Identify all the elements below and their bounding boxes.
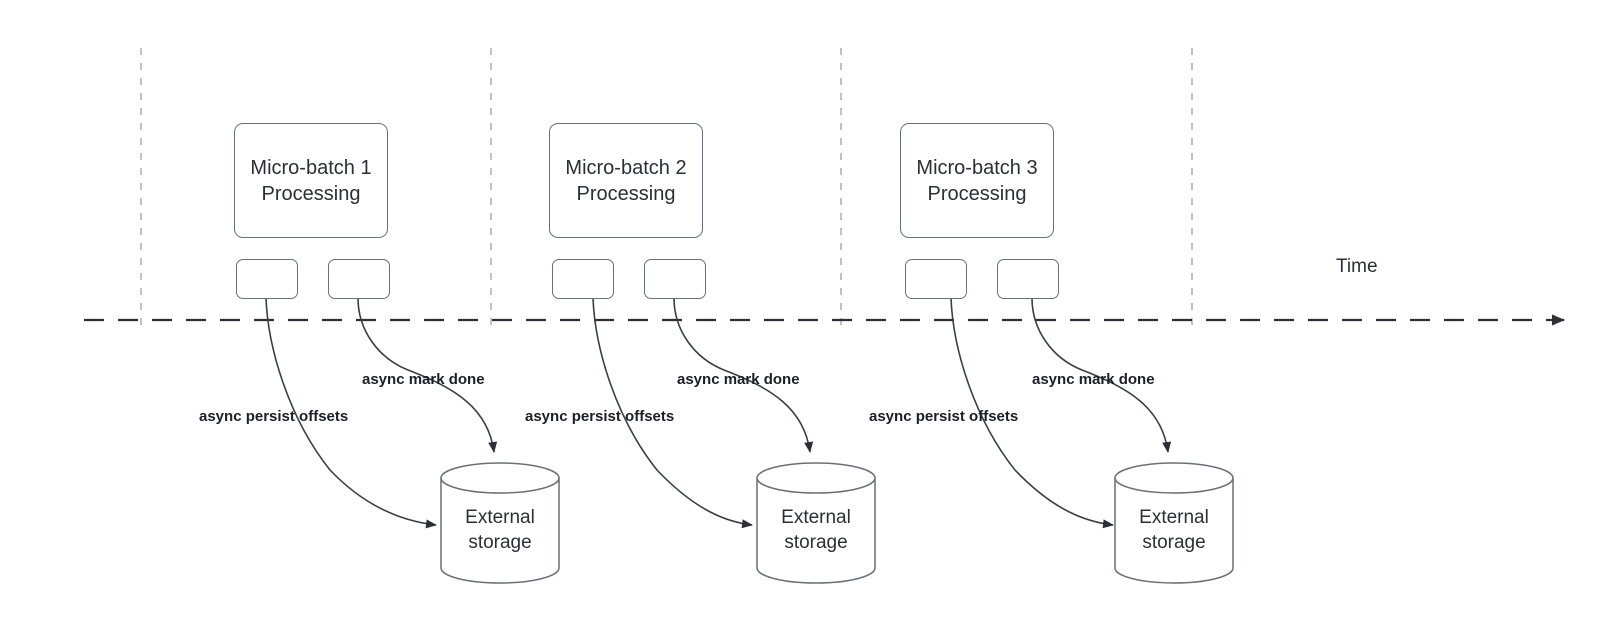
- markdone-connector-1: [357, 297, 498, 453]
- micro-batch-box-1[interactable]: Micro-batch 1 Processing: [234, 123, 388, 238]
- external-storage-label-1: External storage: [465, 507, 535, 553]
- persist-connector-3: [950, 297, 1114, 529]
- external-storage-2[interactable]: External storage: [757, 460, 875, 590]
- async-persist-offsets-label-2: async persist offsets: [525, 408, 675, 425]
- batch-tick-box-3-start[interactable]: [905, 259, 967, 299]
- async-persist-offsets-label-1: async persist offsets: [199, 408, 349, 425]
- micro-batch-label-3: Micro-batch 3 Processing: [916, 156, 1038, 205]
- time-axis-label: Time: [1336, 256, 1378, 277]
- persist-connector-2: [592, 297, 753, 529]
- markdone-connector-3: [1031, 297, 1172, 453]
- micro-batch-box-2[interactable]: Micro-batch 2 Processing: [549, 123, 703, 238]
- external-storage-cylinder-1: [440, 462, 560, 584]
- async-mark-done-label-2: async mark done: [677, 371, 800, 388]
- async-mark-done-label-3: async mark done: [1032, 371, 1155, 388]
- external-storage-cylinder-3: [1114, 462, 1234, 584]
- persist-connector-1: [265, 297, 437, 529]
- micro-batch-box-3[interactable]: Micro-batch 3 Processing: [900, 123, 1054, 238]
- micro-batch-label-2: Micro-batch 2 Processing: [565, 156, 687, 205]
- external-storage-label-2: External storage: [781, 507, 851, 553]
- external-storage-1[interactable]: External storage: [441, 460, 559, 590]
- async-mark-done-label-1: async mark done: [362, 371, 485, 388]
- markdone-connector-2: [673, 297, 814, 453]
- external-storage-label-3: External storage: [1139, 507, 1209, 553]
- external-storage-3[interactable]: External storage: [1115, 460, 1233, 590]
- batch-tick-box-2-start[interactable]: [552, 259, 614, 299]
- batch-tick-box-1-start[interactable]: [236, 259, 298, 299]
- external-storage-cylinder-2: [756, 462, 876, 584]
- micro-batch-label-1: Micro-batch 1 Processing: [250, 156, 372, 205]
- batch-tick-box-2-end[interactable]: [644, 259, 706, 299]
- batch-tick-box-1-end[interactable]: [328, 259, 390, 299]
- async-persist-offsets-label-3: async persist offsets: [869, 408, 1019, 425]
- batch-tick-box-3-end[interactable]: [997, 259, 1059, 299]
